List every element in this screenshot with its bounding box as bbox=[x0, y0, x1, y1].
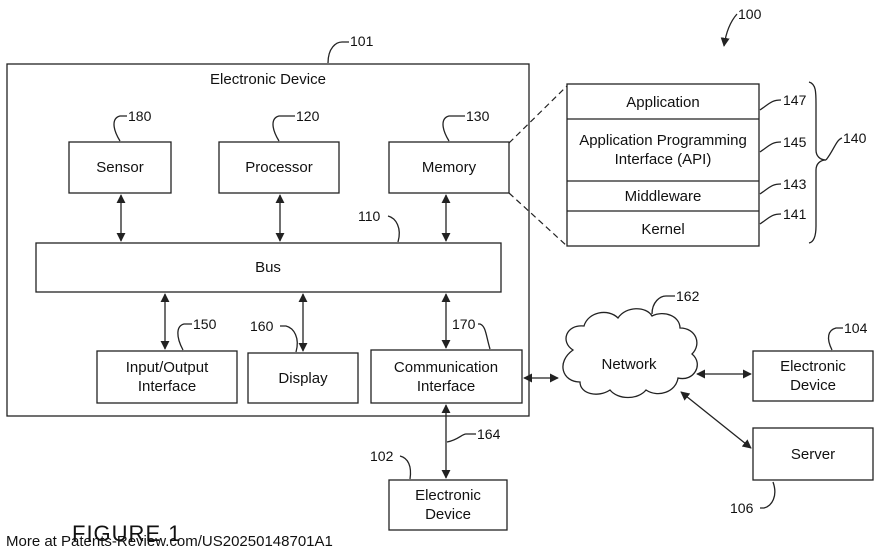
ref-101: 101 bbox=[350, 33, 374, 49]
bus-label: Bus bbox=[255, 259, 281, 276]
ref-110: 110 bbox=[358, 208, 381, 224]
network-server-link bbox=[681, 392, 751, 448]
sensor-label: Sensor bbox=[96, 159, 144, 176]
device-104-block: Electronic Device 104 bbox=[753, 320, 873, 401]
device-104-line2: Device bbox=[790, 377, 836, 394]
io-interface-line1: Input/Output bbox=[126, 359, 209, 376]
ref-106: 106 bbox=[730, 500, 754, 516]
system-ref-label: 100 bbox=[738, 6, 762, 22]
ref-120: 120 bbox=[296, 108, 320, 124]
ref-162: 162 bbox=[676, 288, 700, 304]
stack-middleware-label: Middleware bbox=[625, 188, 702, 205]
network-label: Network bbox=[601, 356, 657, 373]
memory-stack: Application Application Programming Inte… bbox=[509, 82, 867, 246]
ref-102: 102 bbox=[370, 448, 394, 464]
stack-api-line2: Interface (API) bbox=[615, 151, 712, 168]
ref-leader-164 bbox=[447, 434, 476, 442]
comm-interface-line1: Communication bbox=[394, 359, 498, 376]
cloud-shape bbox=[563, 309, 697, 398]
device-102-block: Electronic Device 102 bbox=[370, 448, 507, 530]
device-102-line1: Electronic bbox=[415, 487, 481, 504]
ref-164: 164 bbox=[477, 426, 501, 442]
stack-api-line1: Application Programming bbox=[579, 132, 747, 149]
ref-143: 143 bbox=[783, 176, 807, 192]
stack-brace bbox=[809, 82, 826, 243]
ref-150: 150 bbox=[193, 316, 217, 332]
server-block: Server 106 bbox=[730, 428, 873, 516]
device-102-line2: Device bbox=[425, 506, 471, 523]
network-cloud: Network 162 bbox=[563, 288, 700, 398]
display-label: Display bbox=[278, 370, 328, 387]
io-interface-line2: Interface bbox=[138, 378, 196, 395]
ref-147: 147 bbox=[783, 92, 807, 108]
ref-145: 145 bbox=[783, 134, 807, 150]
comm-interface-line2: Interface bbox=[417, 378, 475, 395]
ref-140: 140 bbox=[843, 130, 867, 146]
system-ref-100: 100 bbox=[724, 6, 762, 46]
server-label: Server bbox=[791, 446, 835, 463]
ref-160: 160 bbox=[250, 318, 274, 334]
comm-interface-box bbox=[371, 350, 522, 403]
ref-180: 180 bbox=[128, 108, 152, 124]
ref-170: 170 bbox=[452, 316, 476, 332]
ref-leader-101 bbox=[328, 42, 349, 63]
ref-130: 130 bbox=[466, 108, 490, 124]
memory-label: Memory bbox=[422, 159, 477, 176]
ref-104: 104 bbox=[844, 320, 868, 336]
processor-label: Processor bbox=[245, 159, 313, 176]
stack-application-label: Application bbox=[626, 94, 699, 111]
footer-link-text: More at Patents-Review.com/US20250148701… bbox=[6, 533, 333, 550]
electronic-device-title: Electronic Device bbox=[210, 71, 326, 88]
ref-141: 141 bbox=[783, 206, 807, 222]
device-104-line1: Electronic bbox=[780, 358, 846, 375]
stack-kernel-label: Kernel bbox=[641, 221, 684, 238]
